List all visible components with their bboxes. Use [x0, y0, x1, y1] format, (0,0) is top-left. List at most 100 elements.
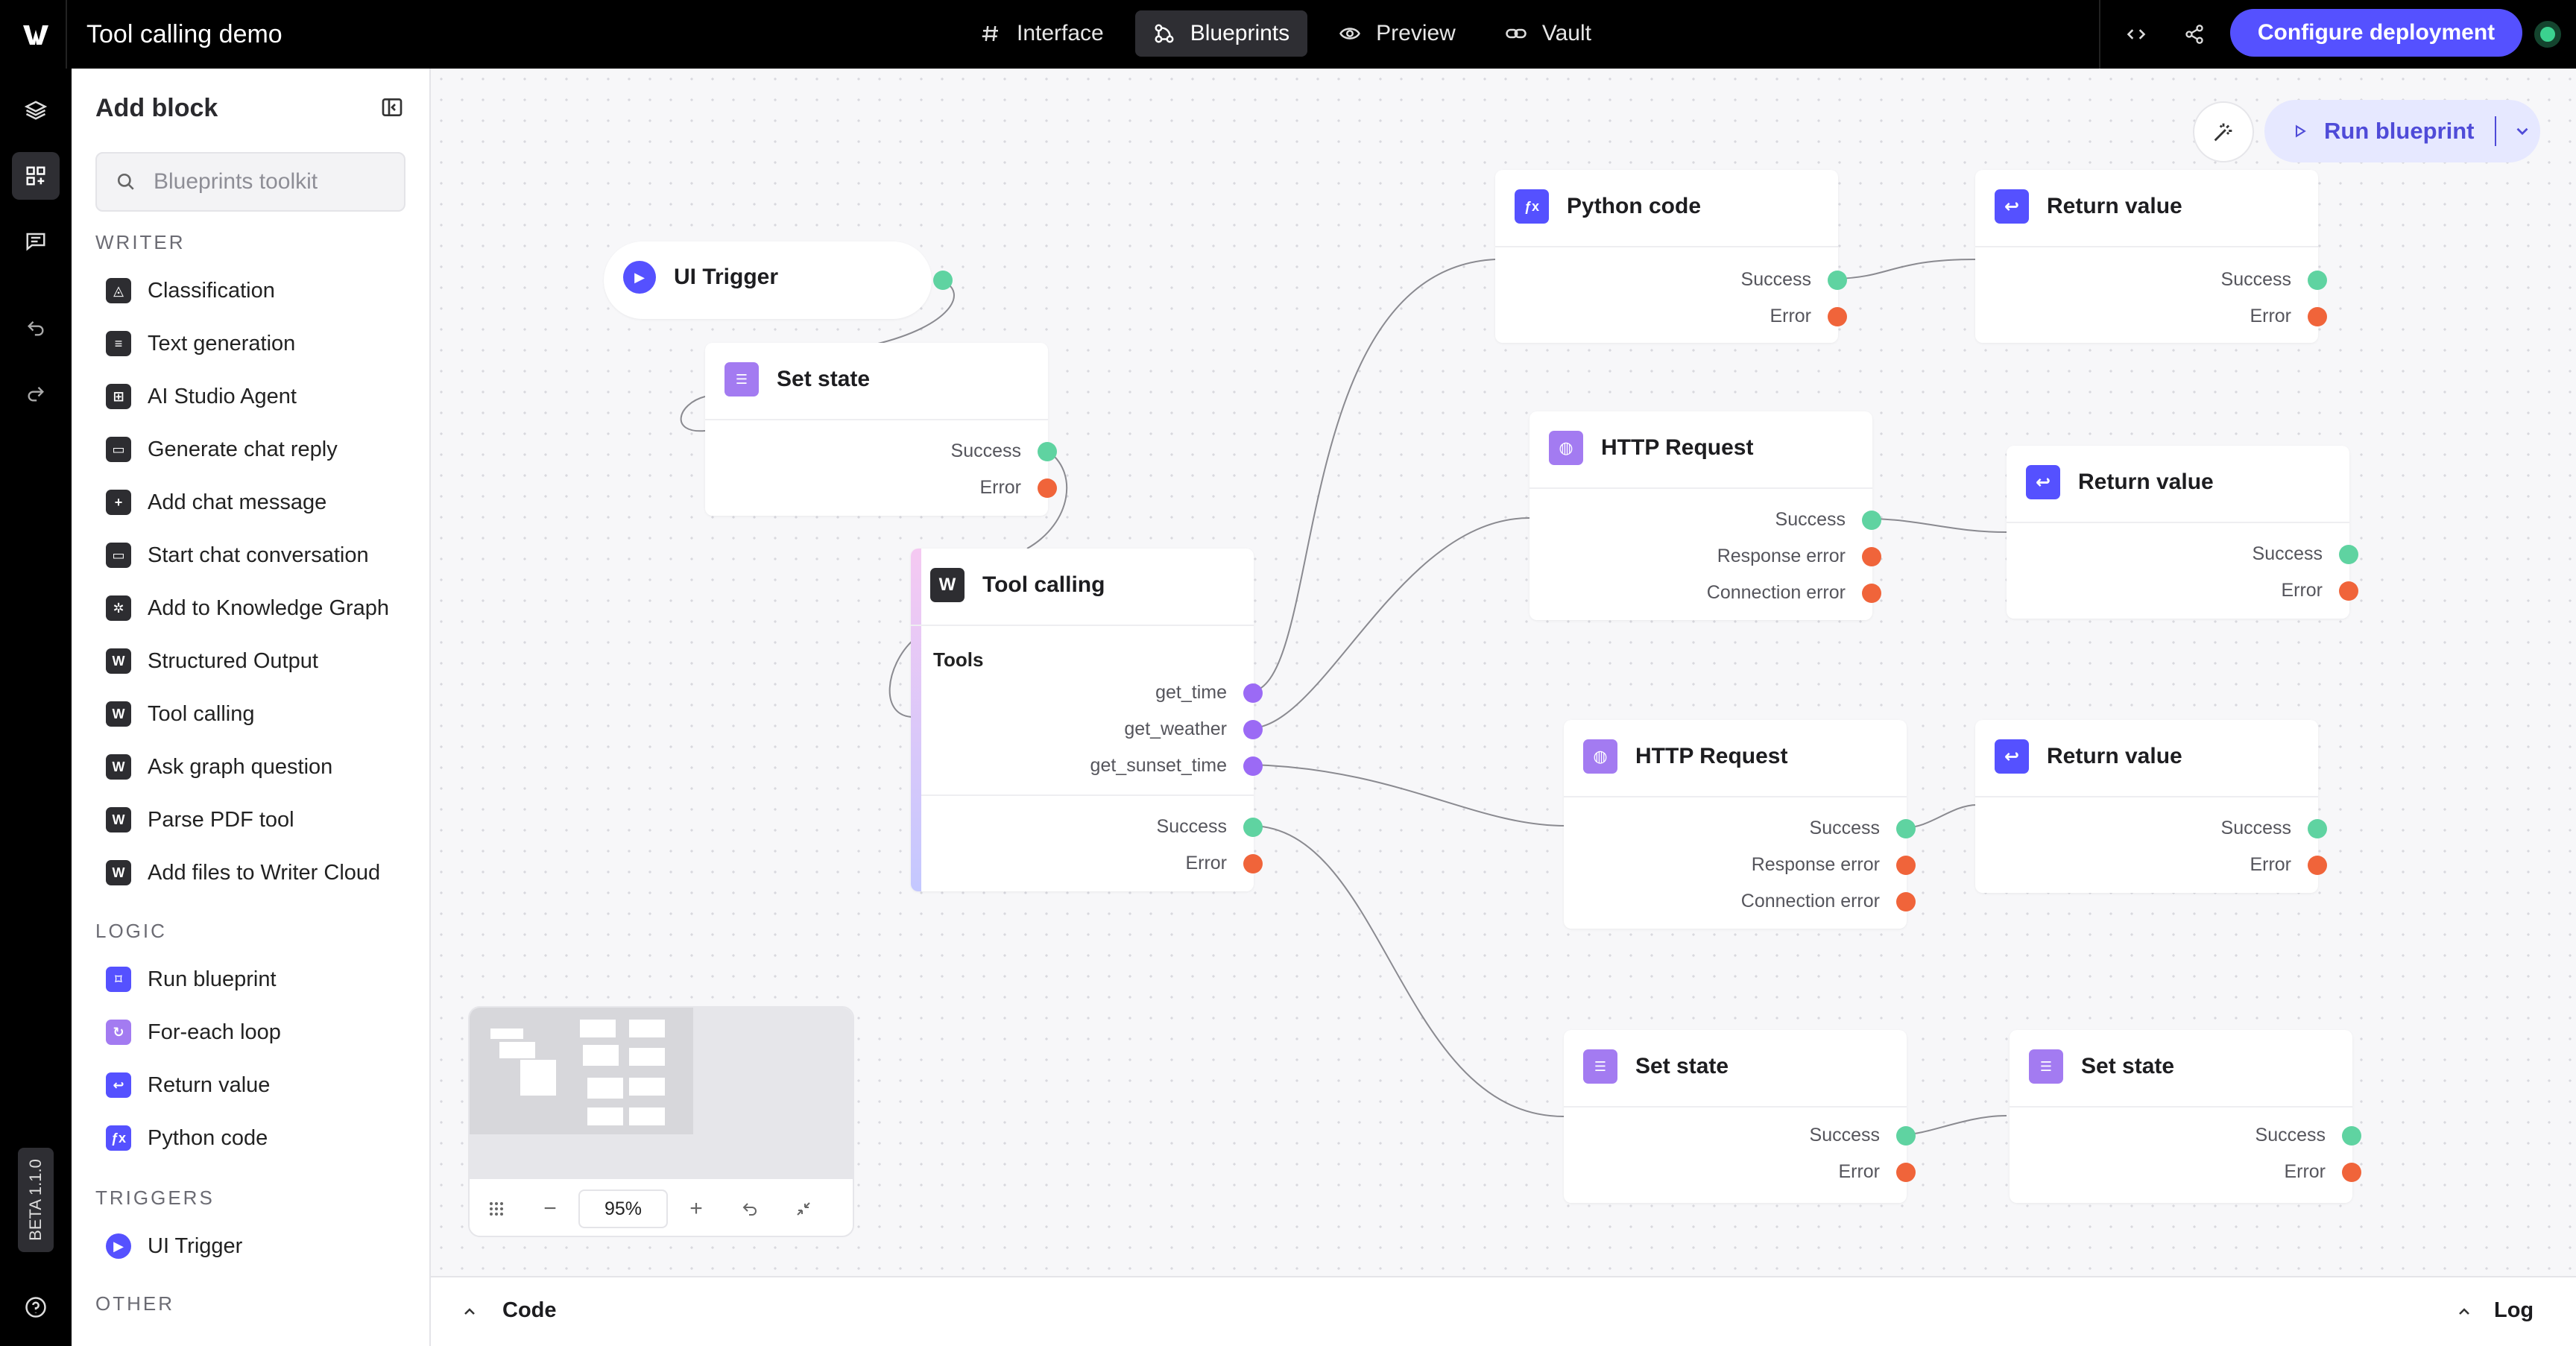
node-set-state[interactable]: ☰ Set state Success Error	[705, 343, 1057, 516]
tool-get-weather[interactable]: get_weather	[1124, 718, 1263, 740]
tool-port[interactable]	[1243, 719, 1263, 739]
node-return-value[interactable]: ↩ Return value Success Error	[1975, 720, 2327, 893]
reset-zoom-button[interactable]	[723, 1179, 777, 1236]
output-connection-error[interactable]: Connection error	[1741, 891, 1916, 912]
output-success[interactable]: Success	[1775, 509, 1881, 531]
output-port[interactable]	[2339, 544, 2358, 564]
tool-get-time[interactable]: get_time	[1155, 682, 1263, 704]
chevron-up-icon[interactable]	[461, 1303, 479, 1321]
block-ui-trigger[interactable]: ▶UI Trigger	[106, 1228, 242, 1264]
collapse-panel-button[interactable]	[380, 95, 407, 122]
output-port[interactable]	[1896, 891, 1916, 911]
block-for-each-loop[interactable]: ↻For-each loop	[106, 1014, 281, 1050]
output-success[interactable]: Success	[2221, 269, 2327, 291]
code-panel-toggle[interactable]: Code	[502, 1298, 557, 1322]
tool-get-sunset-time[interactable]: get_sunset_time	[1090, 755, 1263, 777]
output-error[interactable]: Error	[2250, 306, 2327, 327]
share-button[interactable]	[2179, 19, 2209, 49]
output-port[interactable]	[1896, 855, 1916, 875]
run-blueprint-button[interactable]: Run blueprint	[2264, 100, 2540, 162]
redo-button[interactable]	[12, 370, 60, 417]
block-search[interactable]	[95, 152, 405, 212]
tab-interface[interactable]: Interface	[962, 10, 1122, 57]
code-view-button[interactable]	[2121, 19, 2151, 49]
node-http-request[interactable]: ◍ HTTP Request Success Response error Co…	[1530, 411, 1881, 620]
zoom-out-button[interactable]: −	[523, 1179, 577, 1236]
grid-toggle-button[interactable]	[470, 1179, 523, 1236]
node-set-state[interactable]: ☰ Set state Success Error	[2010, 1030, 2361, 1203]
block-return-value[interactable]: ↩Return value	[106, 1067, 270, 1103]
tab-blueprints[interactable]: Blueprints	[1134, 10, 1308, 57]
blueprint-canvas[interactable]: Run blueprint ▶ UI Trigger ☰ Set state S…	[431, 69, 2576, 1276]
output-port[interactable]	[2308, 855, 2327, 875]
search-input[interactable]	[154, 169, 392, 195]
zoom-level[interactable]: 95%	[578, 1189, 668, 1228]
node-return-value[interactable]: ↩ Return value Success Error	[1975, 170, 2327, 343]
output-error[interactable]: Error	[1185, 853, 1263, 874]
block-text-generation[interactable]: ≡Text generation	[106, 326, 295, 361]
block-run-blueprint[interactable]: ⌑Run blueprint	[106, 961, 277, 997]
output-port[interactable]	[2308, 818, 2327, 838]
chevron-down-icon[interactable]	[2513, 121, 2532, 141]
layers-button[interactable]	[12, 86, 60, 134]
output-error[interactable]: Error	[2250, 854, 2327, 876]
output-port[interactable]	[2339, 581, 2358, 601]
configure-deployment-button[interactable]: Configure deployment	[2230, 9, 2522, 57]
undo-button[interactable]	[12, 304, 60, 352]
output-port[interactable]	[2308, 306, 2327, 326]
output-port[interactable]	[1896, 1125, 1916, 1146]
output-port[interactable]	[1828, 306, 1847, 326]
add-block-button[interactable]	[12, 152, 60, 200]
block-generate-chat-reply[interactable]: ▭Generate chat reply	[106, 432, 338, 467]
comments-button[interactable]	[12, 218, 60, 265]
writer-logo-icon[interactable]	[21, 19, 51, 49]
output-port[interactable]	[933, 271, 953, 290]
output-port[interactable]	[1243, 853, 1263, 873]
output-port[interactable]	[2342, 1125, 2361, 1146]
output-port[interactable]	[1038, 478, 1057, 498]
block-classification[interactable]: ◬Classification	[106, 273, 275, 309]
node-return-value[interactable]: ↩ Return value Success Error	[2007, 446, 2358, 619]
output-error[interactable]: Error	[1770, 306, 1847, 327]
output-error[interactable]: Error	[2284, 1161, 2361, 1183]
output-port[interactable]	[1862, 546, 1881, 566]
tab-vault[interactable]: Vault	[1487, 10, 1609, 57]
output-error[interactable]: Error	[1838, 1161, 1916, 1183]
node-set-state[interactable]: ☰ Set state Success Error	[1564, 1030, 1916, 1203]
block-ai-studio-agent[interactable]: ⊞AI Studio Agent	[106, 379, 297, 414]
output-success[interactable]: Success	[1810, 1125, 1916, 1146]
block-add-to-knowledge-graph[interactable]: ✲Add to Knowledge Graph	[106, 590, 389, 626]
output-port[interactable]	[1862, 583, 1881, 603]
zoom-in-button[interactable]: +	[669, 1179, 723, 1236]
output-port[interactable]	[1828, 270, 1847, 290]
block-start-chat-conversation[interactable]: ▭Start chat conversation	[106, 537, 369, 573]
output-port[interactable]	[2342, 1162, 2361, 1182]
output-port[interactable]	[1038, 441, 1057, 461]
node-python-code[interactable]: ƒx Python code Success Error	[1495, 170, 1847, 343]
output-port[interactable]	[1862, 510, 1881, 530]
output-response-error[interactable]: Response error	[1717, 546, 1881, 567]
tab-preview[interactable]: Preview	[1321, 10, 1474, 57]
output-success[interactable]: Success	[2221, 818, 2327, 839]
output-port[interactable]	[1896, 818, 1916, 838]
output-success[interactable]: Success	[2253, 543, 2358, 565]
tool-port[interactable]	[1243, 683, 1263, 703]
output-success[interactable]: Success	[1810, 818, 1916, 839]
output-error[interactable]: Error	[979, 477, 1057, 499]
output-response-error[interactable]: Response error	[1752, 854, 1916, 876]
fit-view-button[interactable]	[777, 1179, 830, 1236]
block-add-chat-message[interactable]: +Add chat message	[106, 484, 326, 520]
help-button[interactable]	[12, 1283, 60, 1331]
chevron-up-icon[interactable]	[2455, 1303, 2473, 1321]
output-connection-error[interactable]: Connection error	[1707, 582, 1881, 604]
output-port[interactable]	[2308, 270, 2327, 290]
output-success[interactable]: Success	[951, 440, 1057, 462]
output-error[interactable]: Error	[2281, 580, 2358, 601]
minimap[interactable]: − 95% +	[468, 1006, 854, 1237]
